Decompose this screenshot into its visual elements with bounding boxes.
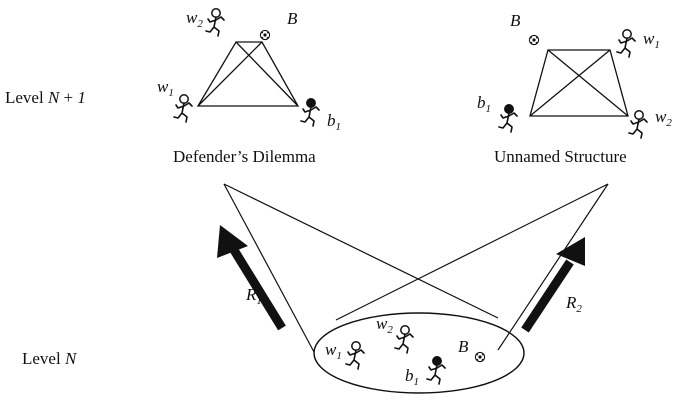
projection-lines xyxy=(223,183,609,353)
arrow-r2 xyxy=(521,237,585,333)
agent-w1-runner-icon xyxy=(173,94,193,123)
defenders-dilemma-structure xyxy=(196,41,300,107)
level-upper-label: Level N + 1 xyxy=(5,88,86,107)
agent-w1-label: w1 xyxy=(157,77,174,99)
agent-b1-label: b1 xyxy=(405,366,419,388)
agent-b1-runner-icon xyxy=(300,98,320,127)
agent-b1-runner-icon xyxy=(426,355,446,385)
ball-icon xyxy=(474,351,486,363)
ball-label: B xyxy=(287,9,298,28)
agent-w1-runner-icon xyxy=(616,28,636,58)
level-lower-label: Level N xyxy=(22,349,78,368)
agent-w2-label: w2 xyxy=(655,107,672,129)
ball-label: B xyxy=(458,337,469,356)
agent-w2-runner-icon xyxy=(205,8,225,37)
defenders-dilemma-caption: Defender’s Dilemma xyxy=(173,147,316,166)
agent-w1-runner-icon xyxy=(345,340,365,370)
agent-b1-label: b1 xyxy=(477,93,491,115)
arrow-r1 xyxy=(217,225,286,331)
arrow-r2-label: R2 xyxy=(565,293,582,315)
ball-icon xyxy=(259,29,271,41)
agent-w1-label: w1 xyxy=(325,340,342,362)
agent-b1-runner-icon xyxy=(498,104,518,133)
agent-w2-label: w2 xyxy=(376,314,393,336)
agent-w1-label: w1 xyxy=(643,29,660,51)
level-n-ellipse xyxy=(313,312,525,394)
arrow-r1-label: R1 xyxy=(245,285,262,307)
agent-w2-label: w2 xyxy=(186,8,203,30)
agent-b1-label: b1 xyxy=(327,111,341,133)
unnamed-structure-caption: Unnamed Structure xyxy=(494,147,627,166)
ball-icon xyxy=(528,34,540,46)
agent-w2-runner-icon xyxy=(628,110,648,139)
unnamed-structure xyxy=(529,49,629,117)
agent-w2-runner-icon xyxy=(394,324,414,354)
ball-label: B xyxy=(510,11,521,30)
